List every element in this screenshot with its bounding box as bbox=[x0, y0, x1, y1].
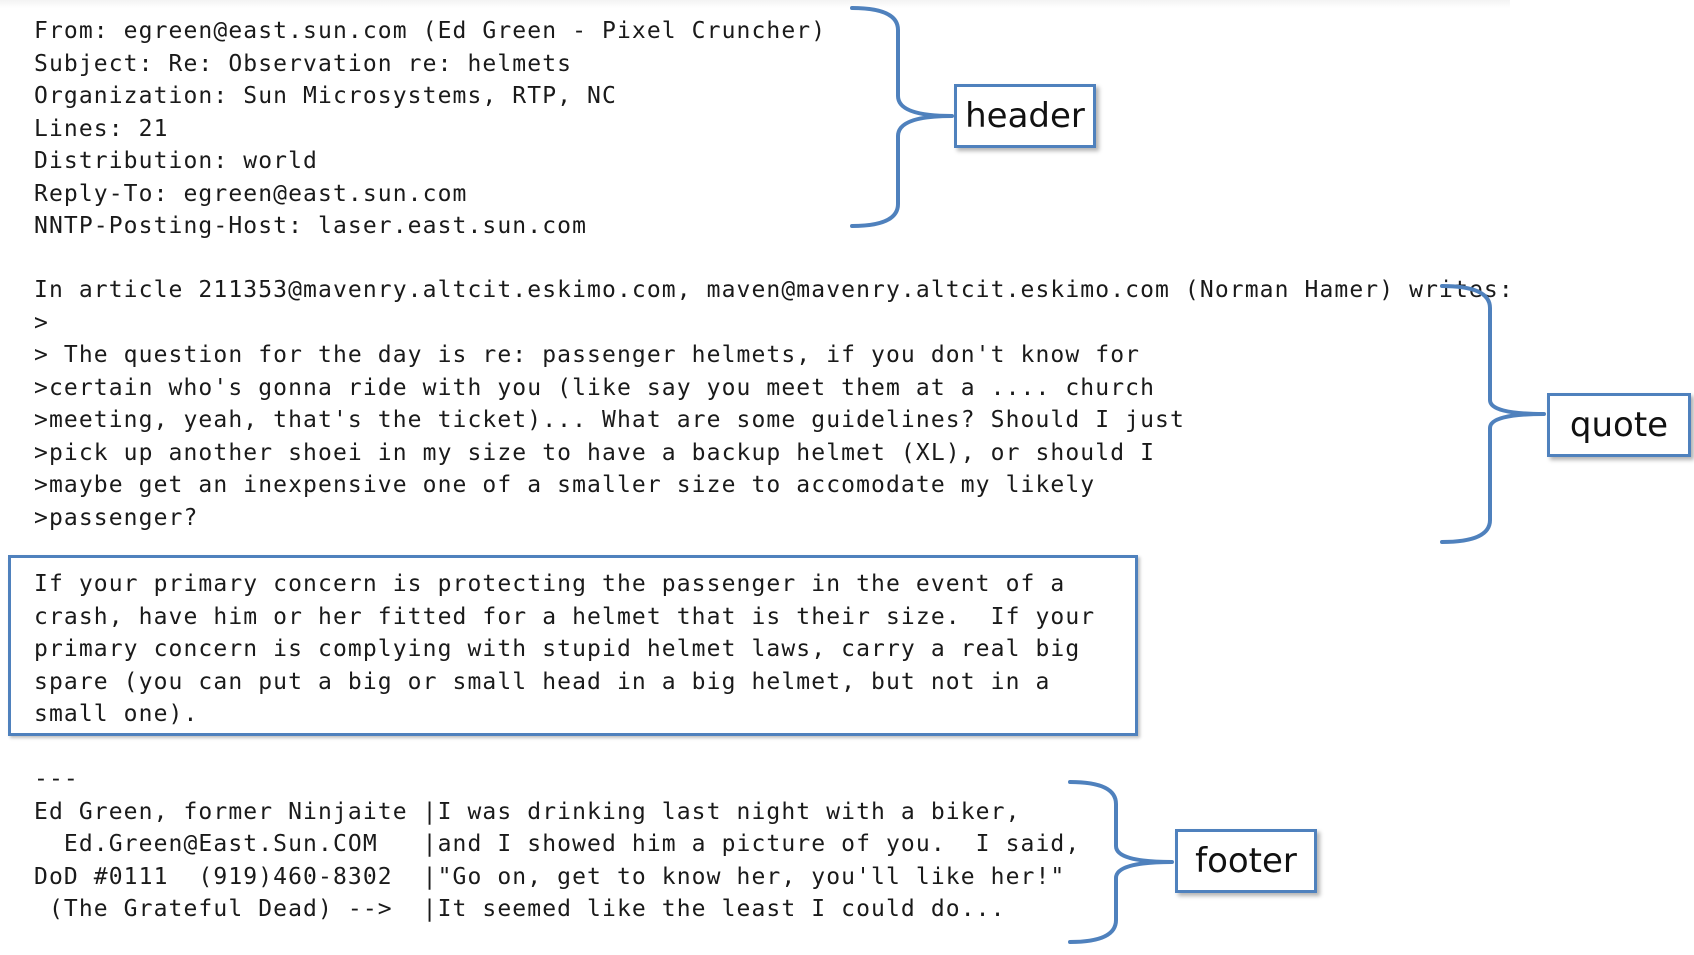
email-header-text: From: egreen@east.sun.com (Ed Green - Pi… bbox=[34, 15, 826, 243]
header-label: header bbox=[954, 84, 1096, 148]
email-reply-text: If your primary concern is protecting th… bbox=[34, 568, 1095, 731]
quote-line: >meeting, yeah, that's the ticket)... Wh… bbox=[34, 407, 1185, 433]
quote-line: >pick up another shoei in my size to hav… bbox=[34, 439, 1156, 466]
footer-line: --- bbox=[34, 766, 79, 792]
footer-label: footer bbox=[1175, 829, 1317, 893]
email-quote-text: In article 211353@mavenry.altcit.eskimo.… bbox=[34, 274, 1514, 534]
top-divider bbox=[0, 0, 1510, 8]
header-line: Distribution: world bbox=[34, 148, 318, 174]
quote-line: >passenger? bbox=[34, 504, 199, 531]
reply-line: primary concern is complying with stupid… bbox=[34, 636, 1081, 662]
header-line: Subject: Re: Observation re: helmets bbox=[34, 50, 573, 77]
footer-brace bbox=[1068, 780, 1174, 944]
reply-line: spare (you can put a big or small head i… bbox=[34, 668, 1051, 695]
footer-line: (The Grateful Dead) --> |It seemed like … bbox=[34, 896, 1006, 922]
quote-line: > bbox=[34, 309, 49, 336]
footer-line: DoD #0111 (919)460-8302 |"Go on, get to … bbox=[34, 863, 1066, 890]
header-line: Organization: Sun Microsystems, RTP, NC bbox=[34, 83, 617, 109]
header-line: Lines: 21 bbox=[34, 115, 169, 142]
reply-line: crash, have him or her fitted for a helm… bbox=[34, 603, 1096, 630]
quote-line: >maybe get an inexpensive one of a small… bbox=[34, 472, 1096, 498]
header-brace bbox=[850, 6, 954, 228]
reply-line: small one). bbox=[34, 701, 199, 727]
quote-line: > The question for the day is re: passen… bbox=[34, 342, 1141, 368]
quote-line: >certain who's gonna ride with you (like… bbox=[34, 374, 1156, 401]
header-line: From: egreen@east.sun.com (Ed Green - Pi… bbox=[34, 18, 827, 44]
reply-line: If your primary concern is protecting th… bbox=[34, 571, 1066, 597]
email-footer-text: --- Ed Green, former Ninjaite |I was drin… bbox=[34, 763, 1080, 926]
quote-label: quote bbox=[1547, 393, 1691, 457]
reply-highlight-box bbox=[8, 555, 1138, 736]
header-line: Reply-To: egreen@east.sun.com bbox=[34, 180, 468, 207]
quote-line: In article 211353@mavenry.altcit.eskimo.… bbox=[34, 277, 1514, 303]
header-line: NNTP-Posting-Host: laser.east.sun.com bbox=[34, 213, 588, 239]
footer-line: Ed Green, former Ninjaite |I was drinkin… bbox=[34, 798, 1021, 825]
footer-line: Ed.Green@East.Sun.COM |and I showed him … bbox=[34, 831, 1081, 857]
